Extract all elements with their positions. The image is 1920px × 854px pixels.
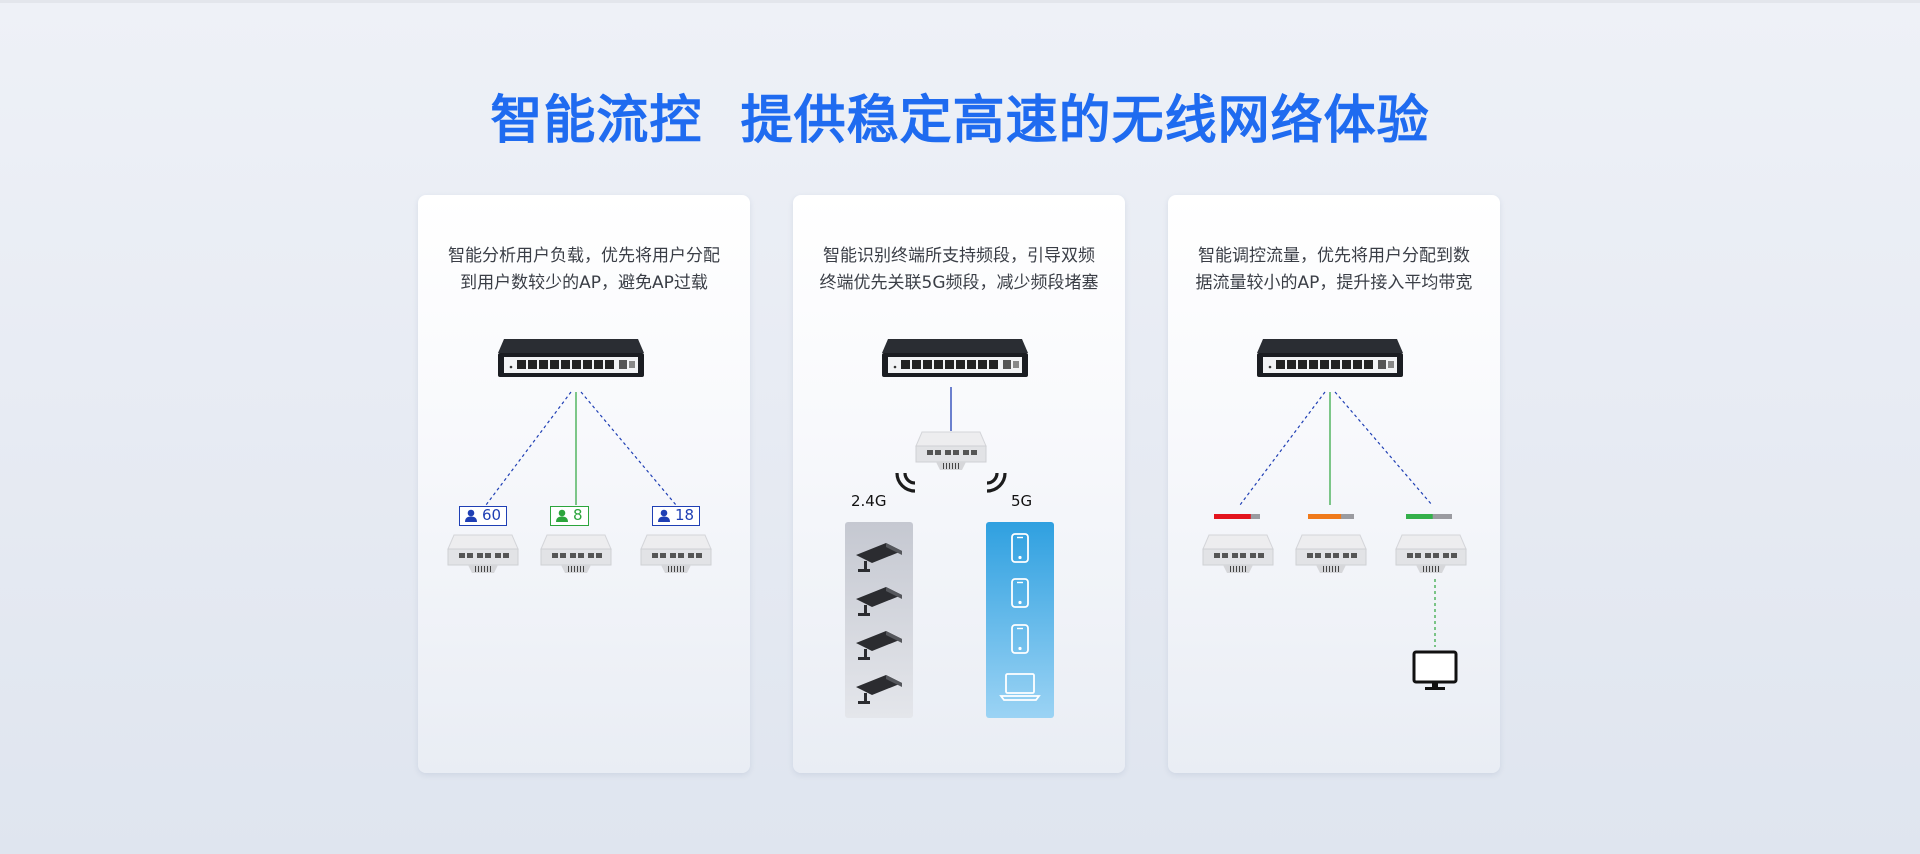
load-bar bbox=[1214, 514, 1260, 519]
card-description: 智能分析用户负载，优先将用户分配 到用户数较少的AP，避免AP过载 bbox=[448, 246, 720, 293]
user-icon bbox=[465, 509, 477, 522]
card-diagram bbox=[447, 339, 712, 574]
band-24g-label: 2.4G bbox=[851, 492, 887, 510]
monitor-icon bbox=[1412, 650, 1458, 690]
user-count-badge: 18 bbox=[652, 506, 701, 526]
load-bar-fill bbox=[1406, 514, 1433, 519]
access-point-icon bbox=[447, 534, 519, 574]
band-5g-label: 5G bbox=[1011, 492, 1033, 510]
signal-5g-icon bbox=[986, 472, 1007, 493]
card-diagram bbox=[845, 339, 1054, 718]
user-count-badge: 8 bbox=[550, 506, 589, 526]
card-traffic-balancing: 智能调控流量，优先将用户分配到数 据流量较小的AP，提升接入平均带宽 bbox=[1168, 195, 1500, 773]
link-line bbox=[485, 391, 572, 506]
card-description: 智能识别终端所支持频段，引导双频 终端优先关联5G频段，减少频段堵塞 bbox=[819, 246, 1099, 293]
link-line bbox=[580, 391, 677, 506]
user-count: 18 bbox=[675, 506, 695, 524]
user-count-badge: 60 bbox=[459, 506, 508, 526]
access-point-icon bbox=[915, 431, 987, 471]
card-band-steering: 智能识别终端所支持频段，引导双频 终端优先关联5G频段，减少频段堵塞 bbox=[793, 195, 1125, 773]
top-border bbox=[0, 0, 1920, 3]
access-point-icon bbox=[1295, 534, 1367, 574]
access-point-icon bbox=[1395, 534, 1467, 574]
link-line bbox=[1239, 391, 1326, 506]
load-bar-fill bbox=[1214, 514, 1251, 519]
user-count: 8 bbox=[573, 506, 583, 524]
link-line bbox=[1334, 391, 1433, 506]
load-bar-fill bbox=[1308, 514, 1342, 519]
access-point-icon bbox=[1202, 534, 1274, 574]
user-count: 60 bbox=[482, 506, 502, 524]
load-bar bbox=[1406, 514, 1452, 519]
switch-icon bbox=[1257, 339, 1403, 377]
access-point-icon bbox=[540, 534, 612, 574]
access-point-icon bbox=[640, 534, 712, 574]
switch-icon bbox=[882, 339, 1028, 377]
signal-24g-icon bbox=[895, 472, 916, 493]
band-5g-panel bbox=[986, 522, 1054, 718]
card-diagram bbox=[1202, 339, 1467, 690]
user-icon bbox=[556, 509, 568, 522]
page-title: 智能流控 提供稳定高速的无线网络体验 bbox=[490, 91, 1430, 151]
card-user-balancing: 智能分析用户负载，优先将用户分配 到用户数较少的AP，避免AP过载 60 8 1… bbox=[418, 195, 750, 773]
card-description: 智能调控流量，优先将用户分配到数 据流量较小的AP，提升接入平均带宽 bbox=[1195, 246, 1473, 293]
switch-icon bbox=[498, 339, 644, 377]
user-icon bbox=[658, 509, 670, 522]
load-bar bbox=[1308, 514, 1354, 519]
